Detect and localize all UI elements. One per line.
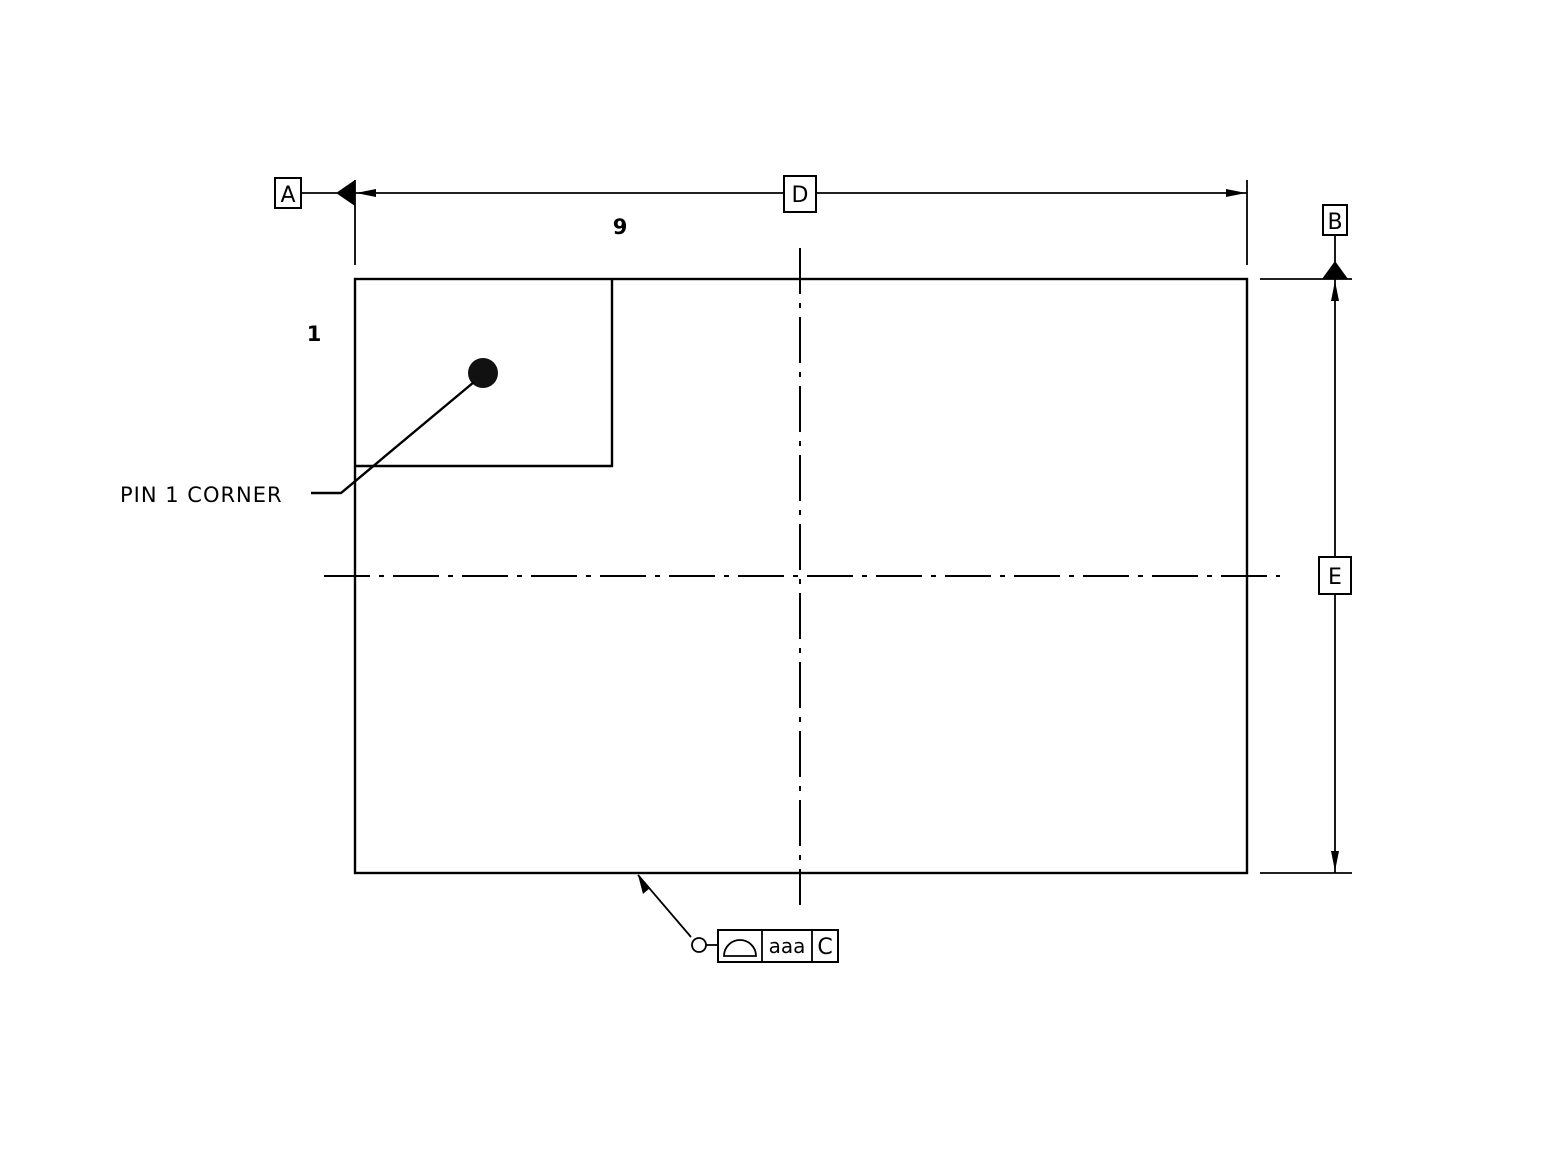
dim-d-arrow-left xyxy=(356,189,376,197)
datum-a-triangle xyxy=(336,180,355,206)
dim-d-arrow-right xyxy=(1226,189,1246,197)
dim-e-box xyxy=(1318,556,1352,595)
dim-e-arrow-bottom xyxy=(1331,851,1339,871)
pin1-leader xyxy=(311,381,475,495)
datum-a-box xyxy=(274,177,302,209)
dim-d-box xyxy=(783,175,817,213)
fcf-leader-arrow xyxy=(638,875,650,894)
pin1-dot xyxy=(468,358,498,388)
profile-of-surface-icon xyxy=(723,939,757,957)
column-count-label: 9 xyxy=(613,215,628,239)
datum-a-label: A xyxy=(280,183,295,208)
dim-d-label: D xyxy=(792,183,809,208)
all-around-circle-icon xyxy=(691,937,707,953)
pin1-corner-region xyxy=(355,279,614,468)
row-index-label: 1 xyxy=(307,322,322,346)
pin1-note: PIN 1 CORNER xyxy=(120,483,283,507)
datum-b-triangle xyxy=(1322,261,1348,279)
datum-b-box xyxy=(1322,204,1348,236)
fcf-datum: C xyxy=(817,935,832,960)
dim-e-label: E xyxy=(1328,565,1342,590)
fcf-tolerance: aaa xyxy=(769,934,806,958)
datum-b-label: B xyxy=(1327,210,1342,235)
dim-e-arrow-top xyxy=(1331,281,1339,301)
